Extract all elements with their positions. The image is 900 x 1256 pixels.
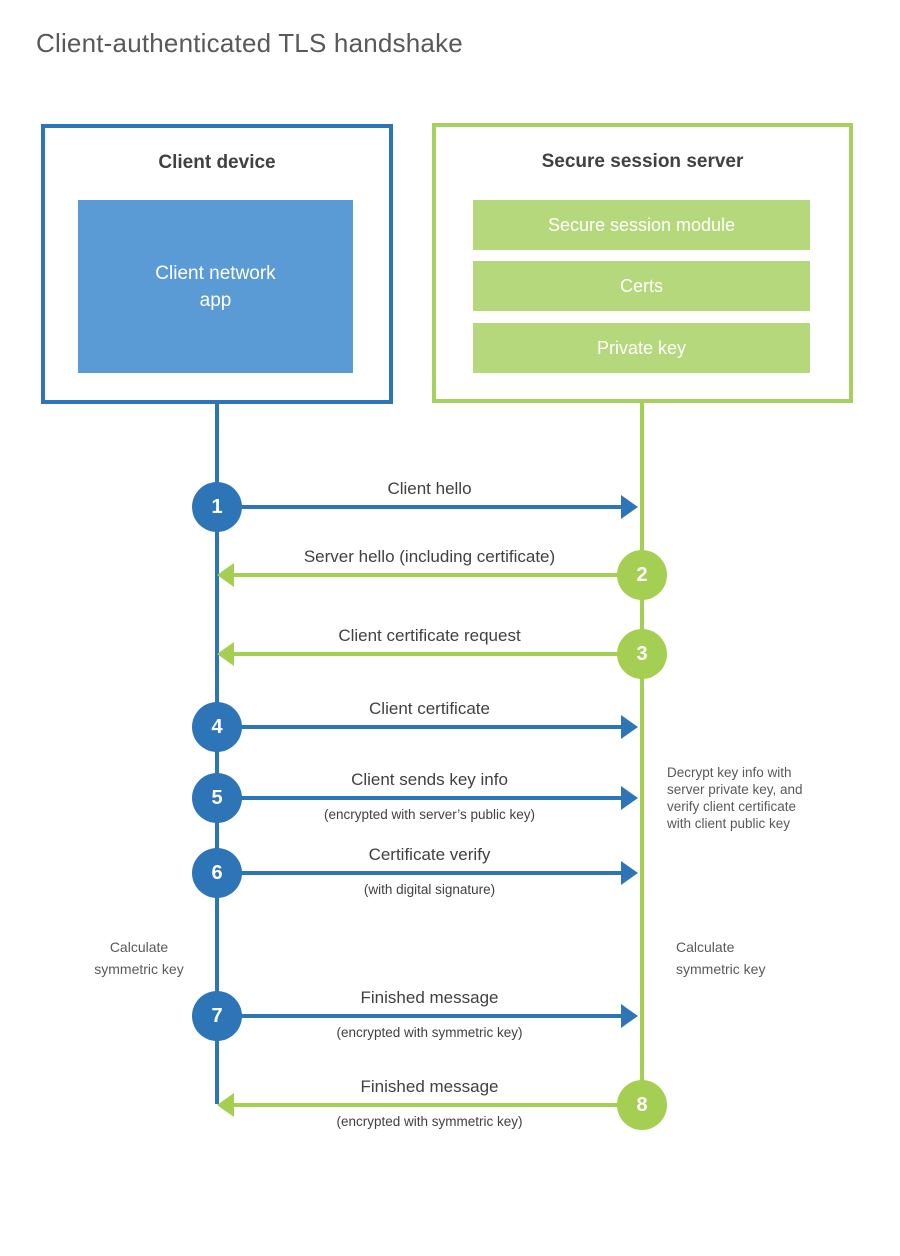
client-network-app-box: Client network app: [78, 200, 353, 373]
step-number-badge: 5: [192, 773, 242, 823]
server-heading: Secure session server: [541, 151, 744, 172]
arrowhead-left-icon: [217, 642, 234, 666]
server-lifeline: [640, 403, 644, 1110]
arrowhead-right-icon: [621, 715, 638, 739]
calculate-symmetric-key-left-note: Calculate symmetric key: [94, 939, 184, 977]
decrypt-note: Decrypt key info with server private key…: [667, 765, 803, 831]
arrowhead-right-icon: [621, 786, 638, 810]
message-arrow-line: [217, 505, 621, 509]
message-arrow-line: [217, 796, 621, 800]
message-sublabel: (encrypted with server’s public key): [323, 807, 536, 822]
certs-bar: Certs: [473, 261, 810, 311]
step-number-badge: 6: [192, 848, 242, 898]
client-device-box: Client device Client network app: [41, 124, 393, 404]
message-arrow-line: [217, 725, 621, 729]
message-arrow-line: [234, 573, 642, 577]
step-number-badge: 4: [192, 702, 242, 752]
arrowhead-right-icon: [621, 861, 638, 885]
message-arrow-line: [217, 871, 621, 875]
calculate-symmetric-key-right-note: Calculate symmetric key: [676, 939, 766, 977]
page-title: Client-authenticated TLS handshake: [36, 28, 463, 58]
message-label: Client certificate request: [338, 626, 521, 645]
message-sublabel: (encrypted with symmetric key): [336, 1114, 523, 1129]
step-number-badge: 7: [192, 991, 242, 1041]
client-lifeline: [215, 404, 219, 1104]
message-label: Server hello (including certificate): [303, 547, 556, 566]
arrowhead-right-icon: [621, 495, 638, 519]
step-number-badge: 8: [617, 1080, 667, 1130]
message-label: Certificate verify: [368, 845, 491, 864]
message-sublabel: (with digital signature): [363, 882, 496, 897]
private-key-bar: Private key: [473, 323, 810, 373]
secure-session-module-bar: Secure session module: [473, 200, 810, 250]
message-label: Client certificate: [369, 699, 490, 718]
arrowhead-left-icon: [217, 1093, 234, 1117]
message-arrow-line: [217, 1014, 621, 1018]
step-number-badge: 3: [617, 629, 667, 679]
message-label: Client sends key info: [351, 770, 508, 789]
arrowhead-left-icon: [217, 563, 234, 587]
message-label: Finished message: [360, 1077, 499, 1096]
message-arrow-line: [234, 652, 642, 656]
step-number-badge: 2: [617, 550, 667, 600]
arrowhead-right-icon: [621, 1004, 638, 1028]
message-sublabel: (encrypted with symmetric key): [336, 1025, 523, 1040]
secure-session-server-box: Secure session server Secure session mod…: [432, 123, 853, 403]
message-label: Client hello: [387, 479, 472, 498]
message-label: Finished message: [360, 988, 499, 1007]
message-arrow-line: [234, 1103, 642, 1107]
step-number-badge: 1: [192, 482, 242, 532]
client-device-heading: Client device: [158, 152, 276, 173]
